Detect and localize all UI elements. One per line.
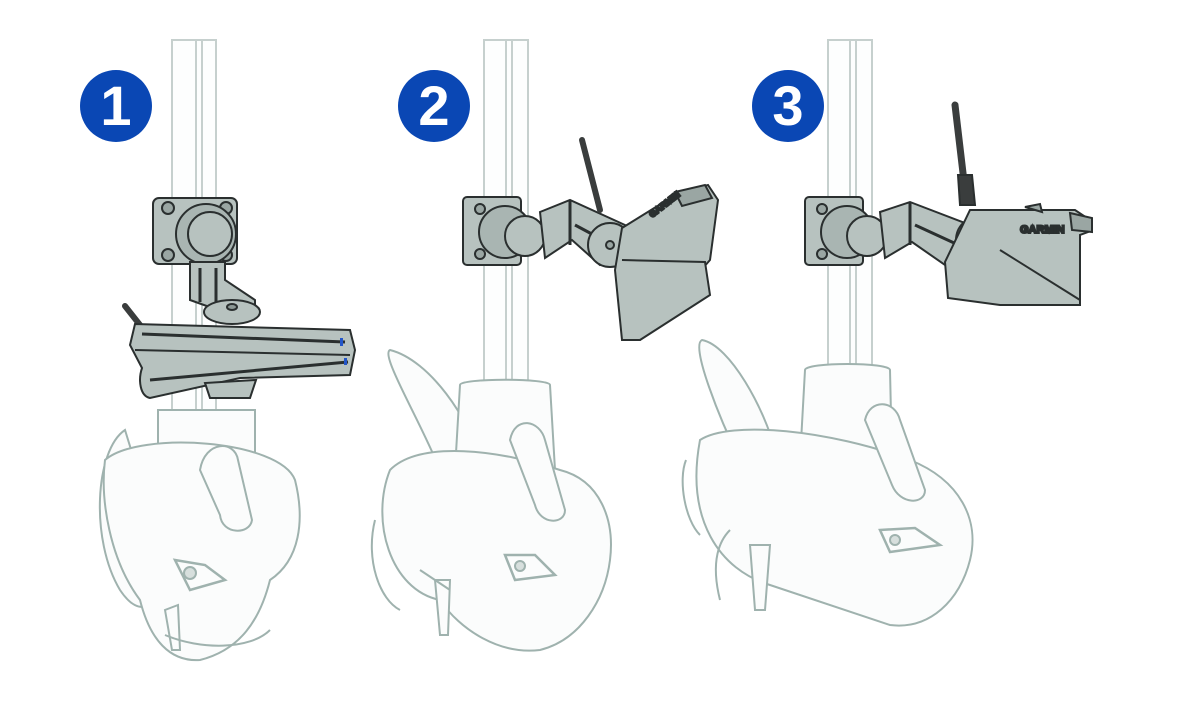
step-3-illustration: GARMIN: [681, 39, 1093, 627]
step-3-badge: 3: [752, 70, 824, 142]
trolling-motor: [370, 348, 612, 652]
brand-label: GARMIN: [1020, 224, 1065, 236]
transducer-step-3: GARMIN: [943, 101, 1093, 306]
transducer-step-1: [122, 303, 357, 400]
shaft-clamp: [462, 196, 633, 268]
step-1-illustration: [98, 39, 357, 662]
step-3-number: 3: [772, 74, 804, 137]
trolling-motor: [98, 409, 301, 662]
step-1-badge: 1: [80, 70, 152, 142]
shaft-clamp: [152, 197, 261, 325]
transducer-step-2: GARMIN: [579, 137, 720, 341]
step-1-number: 1: [100, 74, 132, 137]
step-2-illustration: GARMIN: [370, 39, 720, 652]
trolling-motor: [681, 338, 974, 627]
step-2-number: 2: [418, 74, 450, 137]
step-2-badge: 2: [398, 70, 470, 142]
